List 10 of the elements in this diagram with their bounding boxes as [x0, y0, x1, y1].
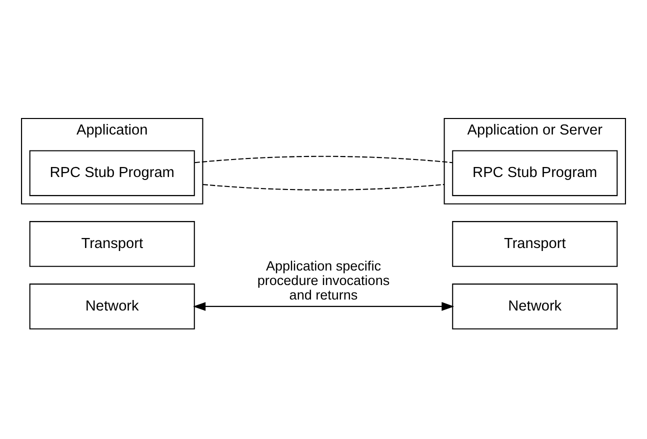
node-box: Transport — [29, 221, 195, 267]
edge-label: Application specific procedure invocations and returns — [257, 258, 390, 303]
arrow — [193, 302, 454, 311]
connector — [202, 184, 444, 190]
node-box: RPC Stub Program — [452, 150, 618, 196]
node-box: RPC Stub Program — [29, 150, 195, 196]
connector — [194, 156, 453, 164]
node-box: Transport — [452, 221, 618, 267]
node-box: Network — [452, 284, 618, 330]
node-box: Network — [29, 284, 195, 330]
